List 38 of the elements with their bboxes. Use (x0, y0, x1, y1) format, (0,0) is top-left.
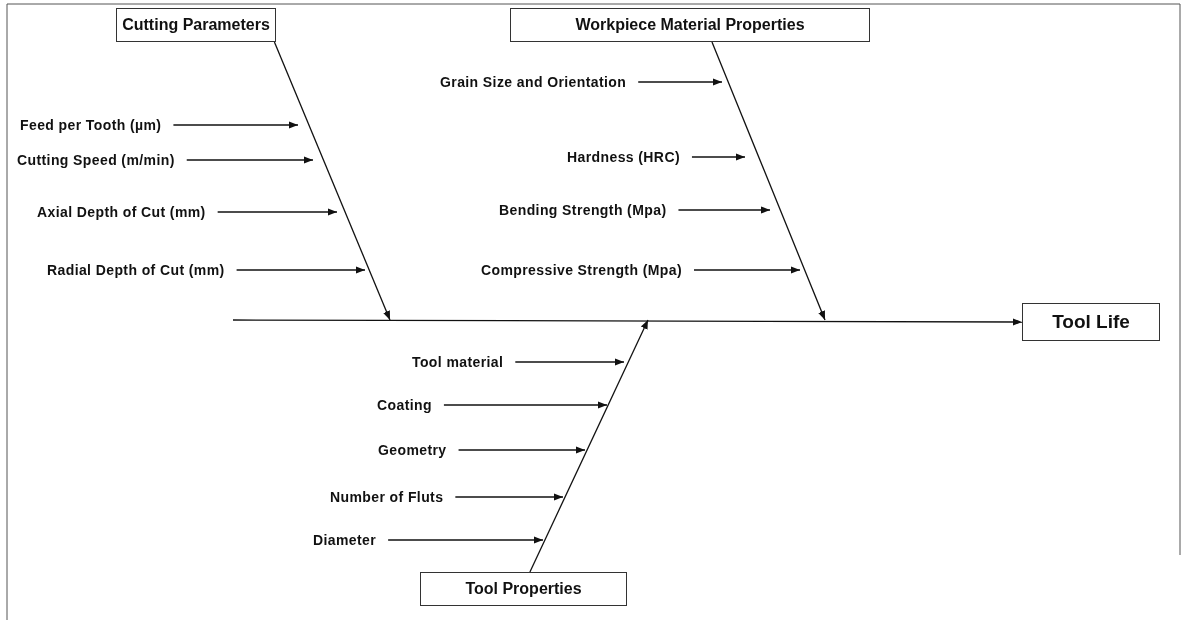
category-label: Workpiece Material Properties (575, 16, 805, 33)
arrow (172, 121, 299, 129)
cause-label: Number of Fluts (330, 489, 444, 505)
effect-label: Tool Life (1052, 311, 1130, 332)
cause-label: Grain Size and Orientation (440, 74, 627, 90)
category-box (420, 572, 627, 606)
arrow (457, 446, 586, 454)
cause-label: Tool material (412, 354, 504, 370)
arrow (443, 401, 608, 409)
category-box (116, 8, 276, 42)
cause-label: Axial Depth of Cut (mm) (37, 204, 206, 220)
cause-label: Coating (377, 397, 432, 413)
arrow (637, 78, 723, 86)
cause-label: Radial Depth of Cut (mm) (47, 262, 225, 278)
arrow (693, 266, 801, 274)
category-label: Cutting Parameters (122, 16, 270, 33)
cause-label: Geometry (378, 442, 447, 458)
cause-label: Diameter (313, 532, 377, 548)
arrow (387, 536, 544, 544)
cause-label: Compressive Strength (Mpa) (481, 262, 682, 278)
bone-arrow (273, 41, 391, 321)
bone-arrow (711, 41, 826, 321)
arrow (514, 358, 625, 366)
category-box (510, 8, 870, 42)
category-label: Tool Properties (465, 580, 582, 597)
cause-label: Bending Strength (Mpa) (499, 202, 667, 218)
cause-label: Hardness (HRC) (567, 149, 680, 165)
arrow (217, 208, 338, 216)
arrow (235, 266, 366, 274)
arrow (691, 153, 746, 161)
arrow (186, 156, 314, 164)
spine-arrow (232, 318, 1023, 326)
effect-box (1022, 303, 1160, 341)
cause-label: Cutting Speed (m/min) (17, 152, 175, 168)
arrow (454, 493, 564, 501)
arrow (677, 206, 771, 214)
bone-arrow (529, 319, 649, 573)
cause-label: Feed per Tooth (µm) (20, 117, 162, 133)
